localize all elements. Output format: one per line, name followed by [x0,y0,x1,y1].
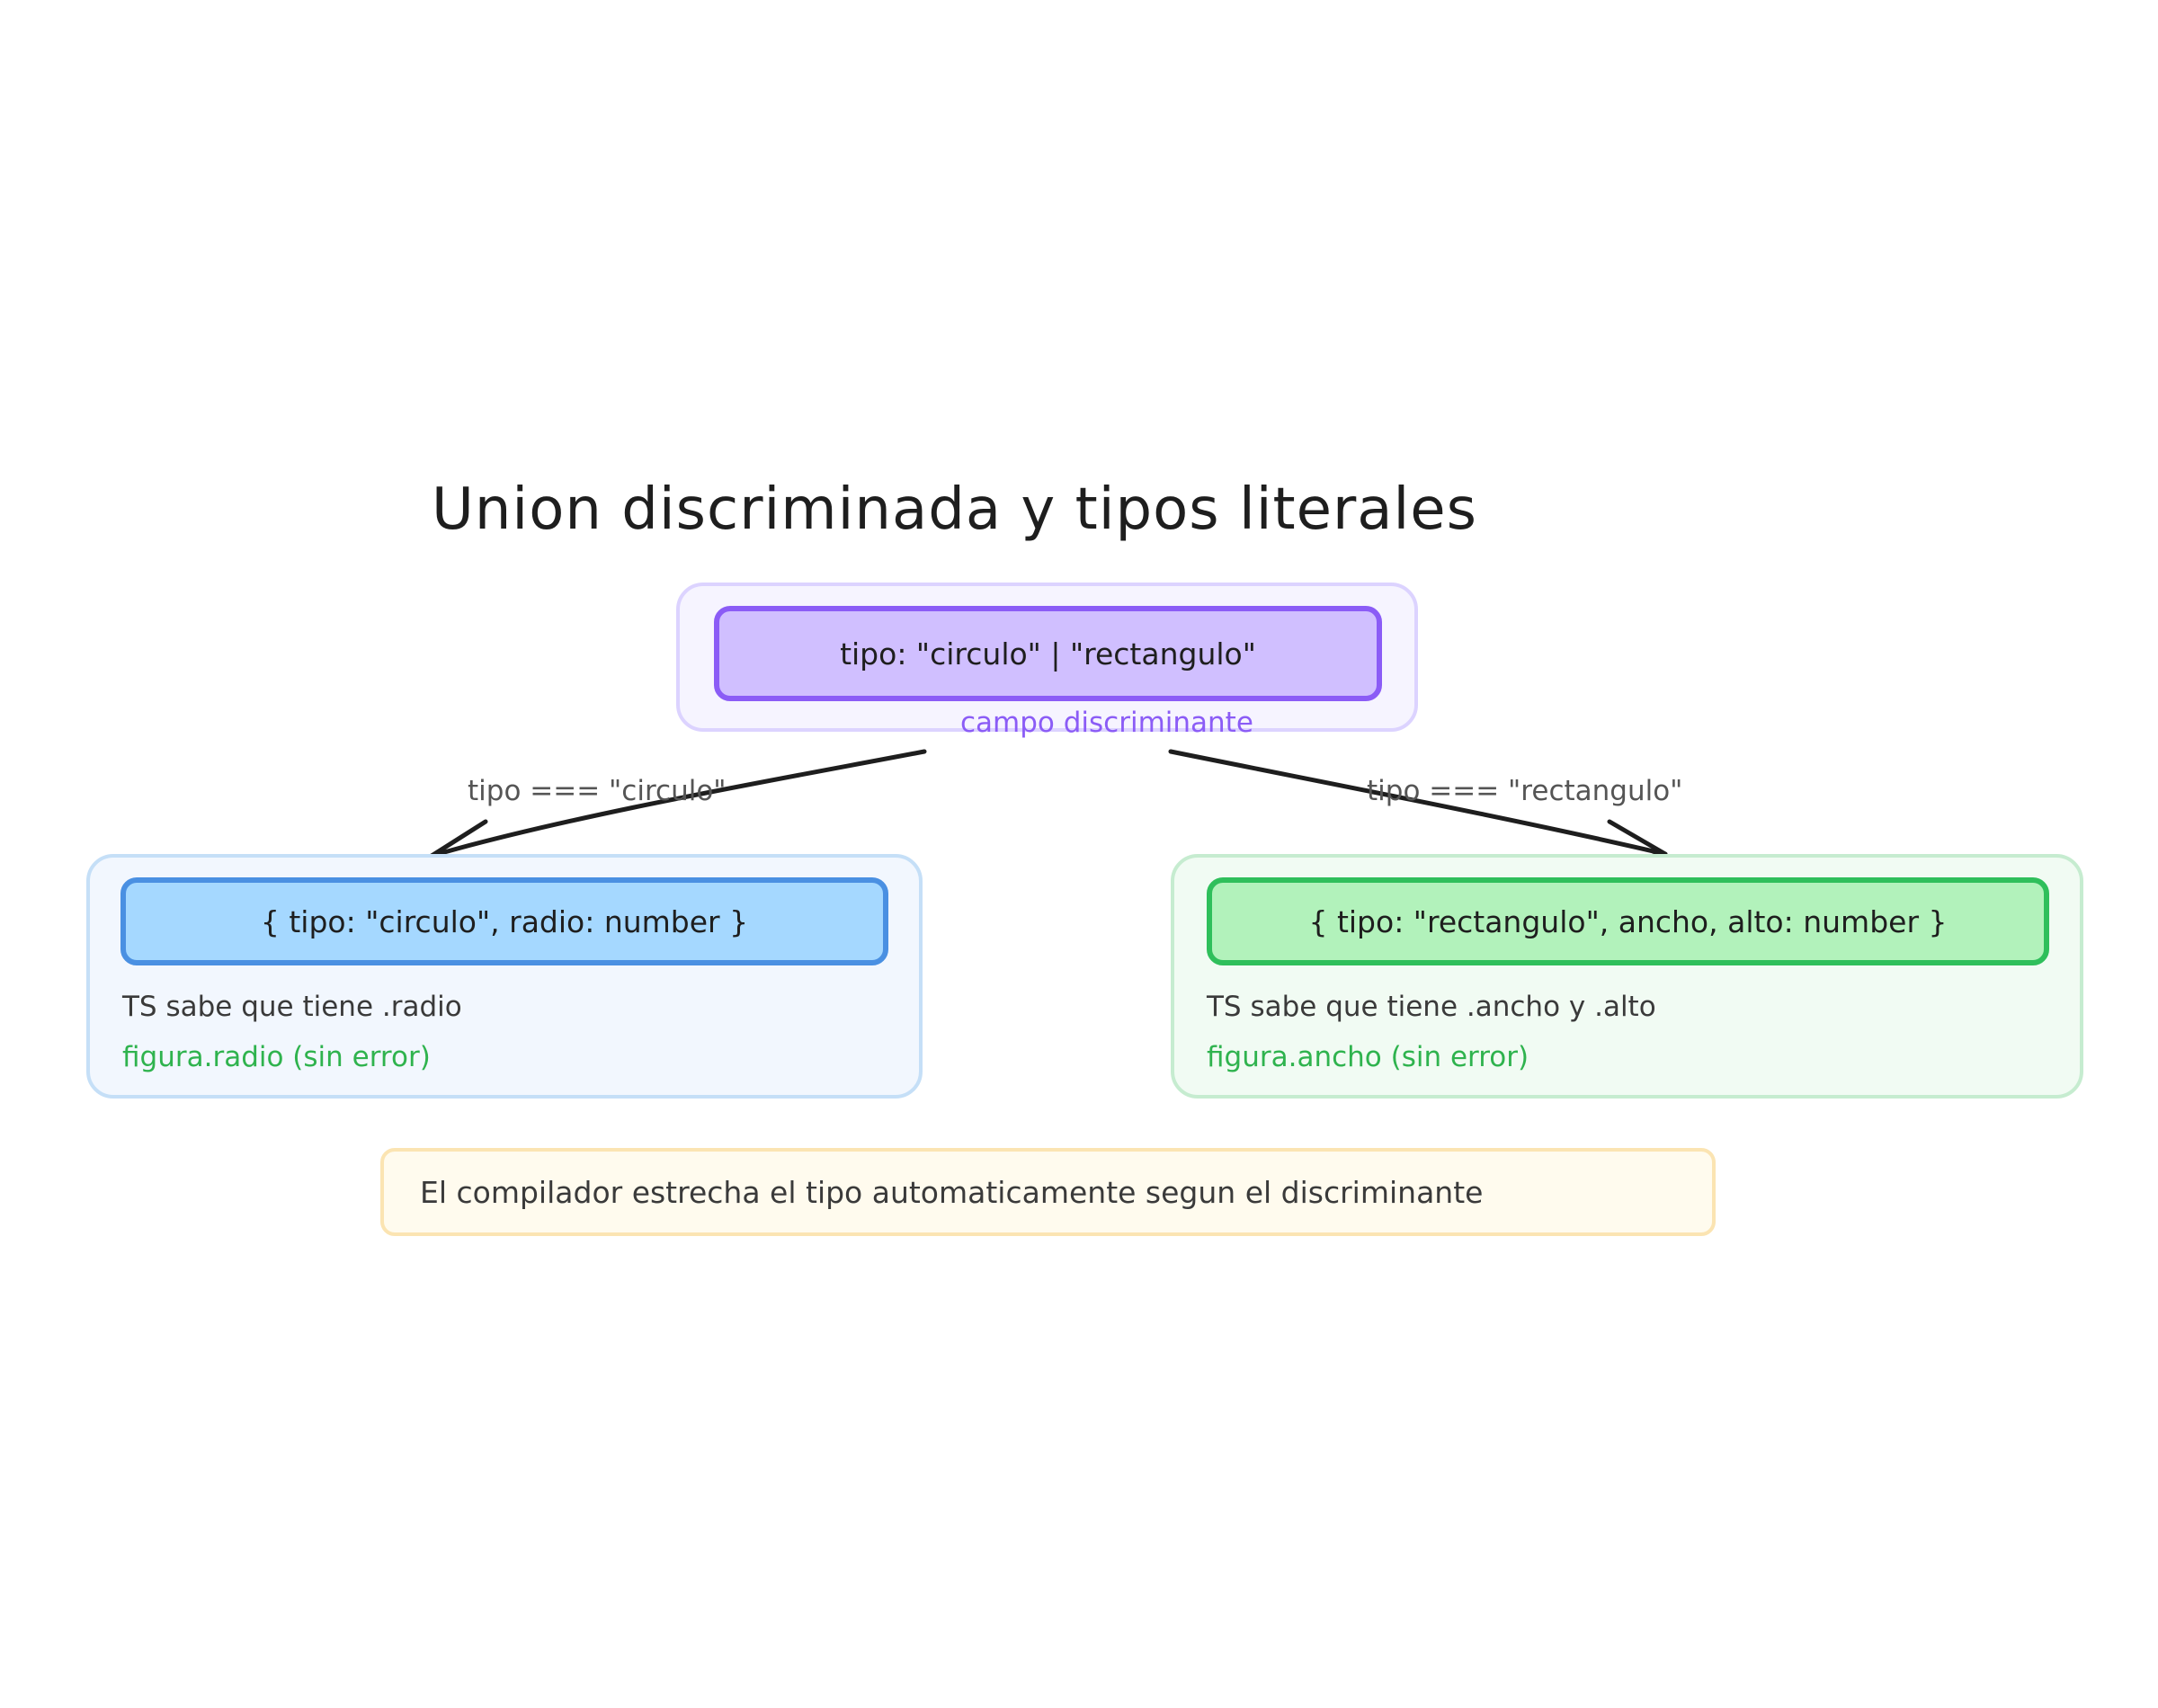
footer-note: El compilador estrecha el tipo automatic… [380,1148,1716,1236]
rectangle-type-label: { tipo: "rectangulo", ancho, alto: numbe… [1308,903,1948,939]
arrow-to-rectangle [1168,749,1668,867]
circle-note: TS sabe que tiene .radio [122,991,462,1023]
circle-type-label: { tipo: "circulo", radio: number } [260,903,749,939]
union-type-label: tipo: "circulo" | "rectangulo" [840,636,1256,672]
rectangle-type-box[interactable]: { tipo: "rectangulo", ancho, alto: numbe… [1207,877,2049,965]
rectangle-access-example: figura.ancho (sin error) [1207,1041,1529,1073]
rectangle-note: TS sabe que tiene .ancho y .alto [1207,991,1656,1023]
footer-note-text: El compilador estrecha el tipo automatic… [420,1174,1484,1210]
discriminant-caption: campo discriminante [960,707,1253,739]
diagram-title: Union discriminada y tipos literales [432,476,1477,543]
arrow-label-rectangulo: tipo === "rectangulo" [1367,775,1683,807]
arrow-to-circle [429,749,927,866]
circle-type-box[interactable]: { tipo: "circulo", radio: number } [120,877,888,965]
arrow-label-circulo: tipo === "circulo" [468,775,727,807]
circle-access-example: figura.radio (sin error) [122,1041,431,1073]
union-type-box[interactable]: tipo: "circulo" | "rectangulo" [714,606,1382,701]
